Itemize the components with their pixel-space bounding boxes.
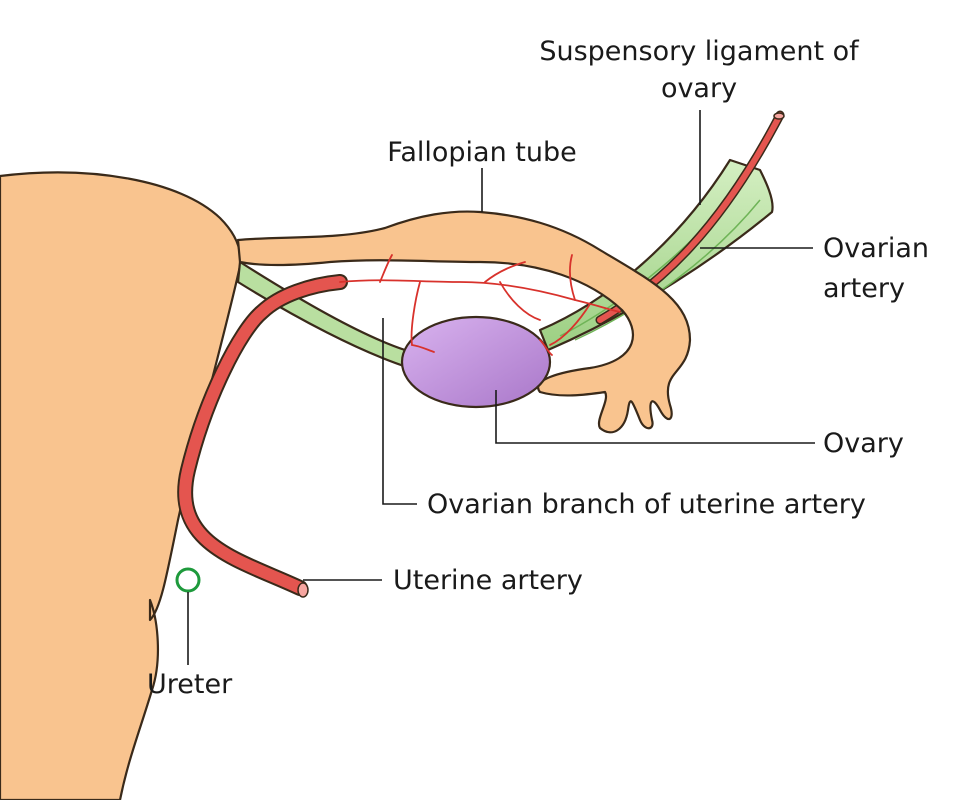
ovarian-artery-end [773,112,785,120]
label-ovary: Ovary [823,428,904,459]
label-fallopian-tube: Fallopian tube [387,137,576,168]
leader-ovary [495,390,815,444]
label-ovarian-branch: Ovarian branch of uterine artery [427,489,866,520]
fallopian-tube [236,210,692,434]
ovary [400,315,552,409]
label-suspensory-ligament-1: Suspensory ligament of [539,36,860,67]
ovarian-branch-vessels [339,254,621,356]
uterine-artery-end [297,582,309,598]
uterus-body [0,171,242,800]
label-suspensory-ligament-2: ovary [661,73,737,104]
uterine-artery [179,276,346,594]
leader-ovarian-branch [382,318,417,505]
label-ovarian-artery-2: artery [823,273,905,304]
suspensory-ligament-stripe-2 [574,199,761,341]
label-uterine-artery: Uterine artery [393,565,583,596]
ureter-circle-icon [175,567,201,593]
label-ureter: Ureter [147,669,233,700]
label-ovarian-artery-1: Ovarian [823,233,929,264]
